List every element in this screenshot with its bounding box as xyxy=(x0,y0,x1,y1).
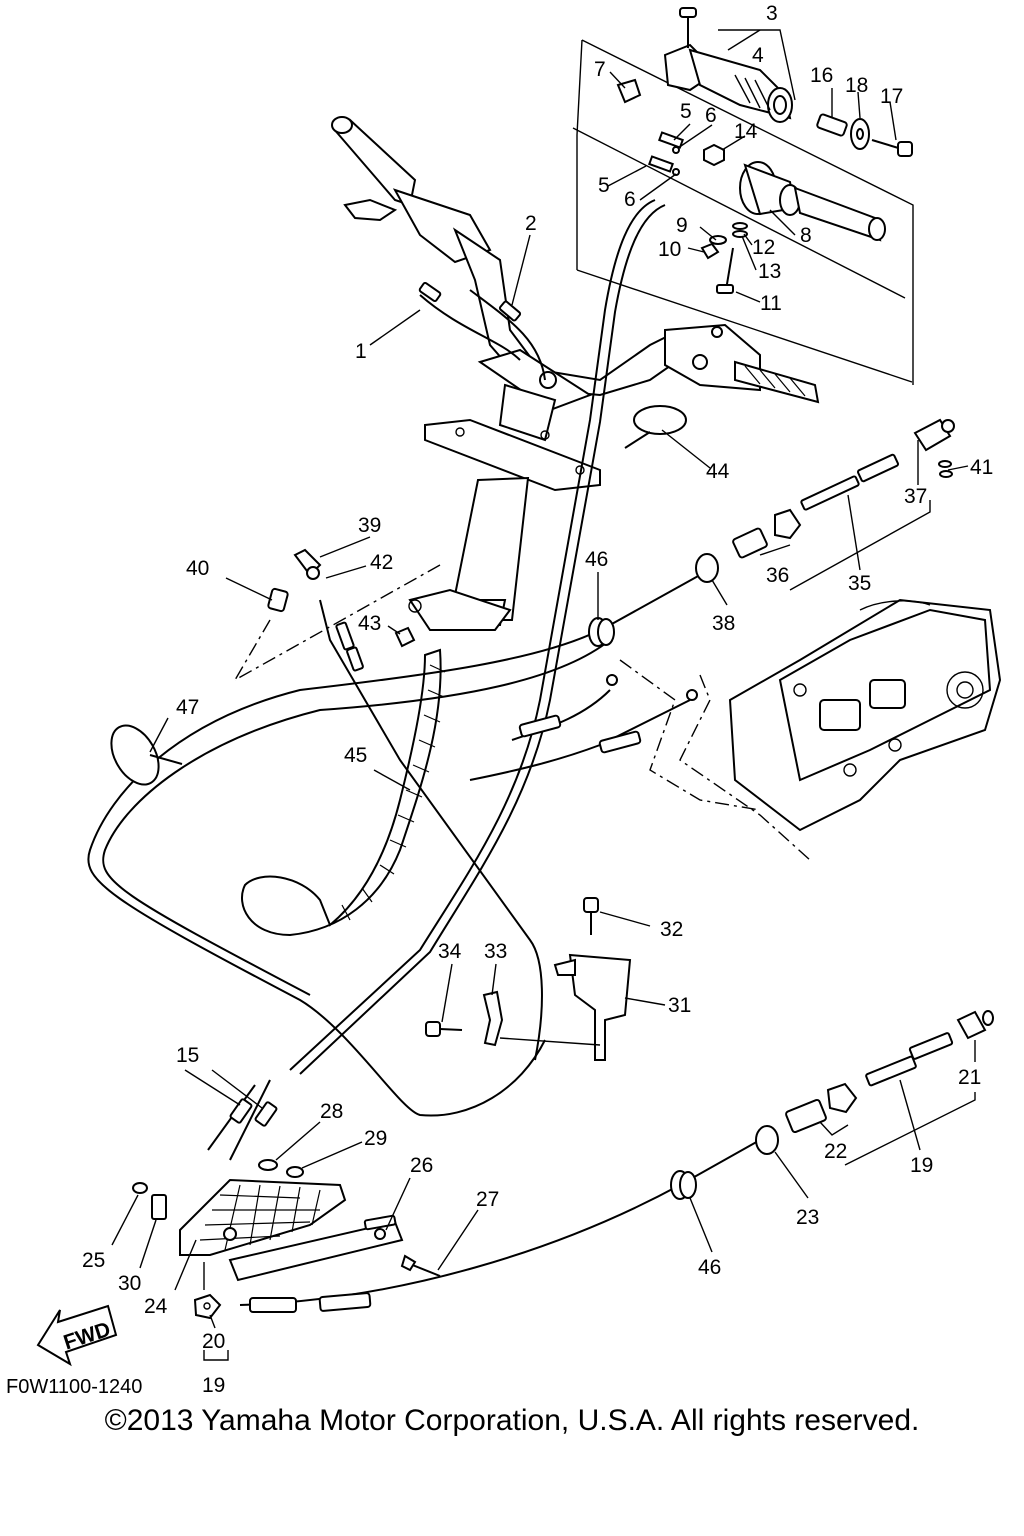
callout-36: 36 xyxy=(766,564,789,587)
callout-39: 39 xyxy=(358,514,381,537)
callout-6-upper: 6 xyxy=(705,104,717,127)
callout-31: 31 xyxy=(668,994,691,1017)
callout-3: 3 xyxy=(766,2,778,25)
callout-42: 42 xyxy=(370,551,393,574)
carburetor-assembly xyxy=(728,598,1002,832)
parts-39-43 xyxy=(234,548,441,681)
callout-43: 43 xyxy=(358,612,381,635)
callout-1: 1 xyxy=(355,340,367,363)
callout-5-upper: 5 xyxy=(680,100,692,123)
grip-explode-frame xyxy=(572,39,914,385)
callout-21: 21 xyxy=(958,1066,981,1089)
callout-8: 8 xyxy=(800,224,812,247)
nut-14 xyxy=(703,143,725,167)
callout-23: 23 xyxy=(796,1206,819,1229)
grommet-46-lower xyxy=(670,1170,697,1200)
handlebar-clamp xyxy=(477,348,593,442)
clamp-33 xyxy=(482,990,504,1047)
callout-6-lower: 6 xyxy=(624,188,636,211)
cable-fittings xyxy=(229,281,698,1313)
callout-37: 37 xyxy=(904,485,927,508)
callout-41: 41 xyxy=(970,456,993,479)
pin-27 xyxy=(400,1254,441,1277)
cable-end-19-21 xyxy=(865,1010,994,1087)
callout-5-lower: 5 xyxy=(598,174,610,197)
callout-25: 25 xyxy=(82,1249,105,1272)
callout-30: 30 xyxy=(118,1272,141,1295)
cable-tie-47 xyxy=(110,724,183,786)
copyright-notice: ©2013 Yamaha Motor Corporation, U.S.A. A… xyxy=(104,1404,920,1437)
callout-labels: 1 2 3 4 5 6 7 14 16 18 17 5 6 9 12 8 10 … xyxy=(82,2,993,1397)
callout-19-right: 19 xyxy=(910,1154,933,1177)
callout-44: 44 xyxy=(706,460,730,483)
taped-harness xyxy=(241,648,446,937)
callout-33: 33 xyxy=(484,940,507,963)
callout-40: 40 xyxy=(186,557,209,580)
callout-17: 17 xyxy=(880,85,903,108)
callout-20: 20 xyxy=(202,1330,225,1353)
cable-tie-44 xyxy=(624,405,687,449)
callout-24: 24 xyxy=(144,1295,168,1318)
callout-16: 16 xyxy=(810,64,833,87)
callout-10: 10 xyxy=(658,238,681,261)
housing-screw xyxy=(679,7,697,48)
right-grip-handle xyxy=(664,323,820,404)
callout-47: 47 xyxy=(176,696,199,719)
washer-18 xyxy=(850,118,870,150)
washers-28-29 xyxy=(258,1159,304,1178)
nut-23 xyxy=(755,1125,779,1155)
nut-38 xyxy=(695,553,719,583)
callout-34: 34 xyxy=(438,940,462,963)
callout-13: 13 xyxy=(758,260,781,283)
callout-18: 18 xyxy=(845,74,868,97)
callout-35: 35 xyxy=(848,572,871,595)
callout-22: 22 xyxy=(824,1140,847,1163)
cable-end-35-37 xyxy=(800,418,955,511)
throttle-lever-housing xyxy=(663,43,793,123)
callout-46-lower: 46 xyxy=(698,1256,721,1279)
steering-column xyxy=(408,476,530,631)
lever-26 xyxy=(228,1214,404,1282)
bolt-34 xyxy=(425,1021,463,1037)
throttle-grip-8 xyxy=(739,161,886,242)
callout-26: 26 xyxy=(410,1154,433,1177)
callout-2: 2 xyxy=(525,212,537,235)
carb-dashed-box xyxy=(619,659,811,861)
cables xyxy=(87,199,761,1306)
callout-11: 11 xyxy=(760,292,782,315)
callout-15: 15 xyxy=(176,1044,199,1067)
callout-9: 9 xyxy=(676,214,688,237)
callout-27: 27 xyxy=(476,1188,499,1211)
callout-19-bottom: 19 xyxy=(202,1374,225,1397)
bolt-17 xyxy=(871,139,913,157)
callout-12: 12 xyxy=(752,236,775,259)
fwd-arrow: FWD xyxy=(36,1304,118,1367)
bolt-32 xyxy=(583,897,599,935)
pin-16 xyxy=(816,113,848,137)
bracket-31 xyxy=(553,953,632,1061)
callout-14: 14 xyxy=(734,120,758,143)
bolts-25-30 xyxy=(132,1182,167,1220)
callout-28: 28 xyxy=(320,1100,343,1123)
leader-lines xyxy=(111,29,976,1361)
callout-4: 4 xyxy=(752,44,764,67)
figure-code: F0W1100-1240 xyxy=(6,1376,143,1398)
adjuster-22 xyxy=(785,1082,858,1134)
adjuster-36 xyxy=(732,508,802,559)
springs-5-6 xyxy=(648,131,684,176)
bracket-24 xyxy=(179,1178,347,1256)
callout-38: 38 xyxy=(712,612,735,635)
callout-29: 29 xyxy=(364,1127,387,1150)
callout-7: 7 xyxy=(594,58,606,81)
callout-46-upper: 46 xyxy=(585,548,608,571)
callout-45: 45 xyxy=(344,744,367,767)
joint-20 xyxy=(193,1293,222,1320)
grommet-46-upper xyxy=(588,617,615,647)
callout-32: 32 xyxy=(660,918,683,941)
